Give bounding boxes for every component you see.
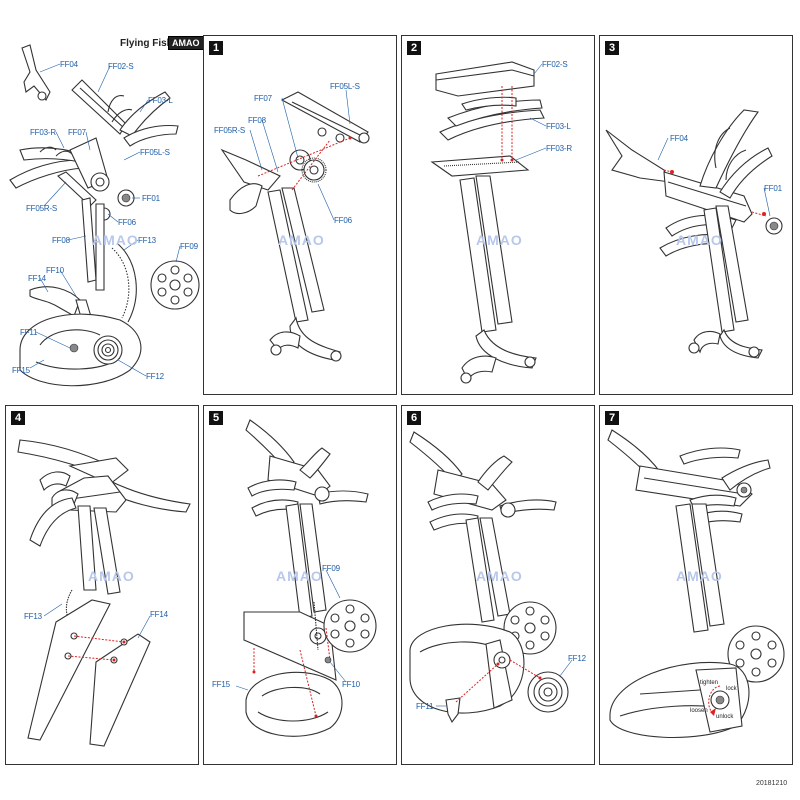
part-label: FF06 — [118, 218, 136, 227]
loosen-label: loosen — [690, 708, 708, 714]
part-label: FF03-R — [546, 144, 572, 153]
watermark: AMAO — [676, 568, 723, 584]
part-label: FF14 — [150, 610, 168, 619]
part-label: FF05R-S — [214, 126, 246, 135]
part-label: FF08 — [52, 236, 70, 245]
step-number: 7 — [605, 411, 619, 425]
step-3-drawing — [605, 109, 783, 359]
part-label: FF06 — [334, 216, 352, 225]
part-label: FF13 — [24, 612, 42, 621]
step-5-drawing — [243, 419, 377, 737]
part-label: FF02-S — [108, 62, 134, 71]
part-label: FF03-L — [148, 96, 173, 105]
part-label: FF13 — [138, 236, 156, 245]
tighten-label: tighten — [700, 680, 719, 686]
watermark: AMAO — [476, 568, 523, 584]
step-2-drawing — [430, 61, 545, 384]
step-1-drawing — [220, 91, 370, 362]
watermark: AMAO — [476, 232, 523, 248]
part-label: FF15 — [212, 680, 230, 689]
watermark: AMAO — [92, 232, 139, 248]
unlock-label: unlock — [716, 714, 734, 720]
part-label: FF10 — [46, 266, 64, 275]
part-label: FF07 — [254, 94, 272, 103]
part-label: FF05L-S — [140, 148, 170, 157]
watermark: AMAO — [278, 232, 325, 248]
part-label: FF03-R — [30, 128, 56, 137]
part-label: FF07 — [68, 128, 86, 137]
watermark: AMAO — [88, 568, 135, 584]
part-label: FF11 — [416, 702, 434, 711]
step-2-panel: 2 — [401, 35, 595, 395]
leader-lines — [29, 63, 771, 707]
lock-label: lock — [726, 686, 737, 692]
watermark: AMAO — [676, 232, 723, 248]
part-label: FF02-S — [542, 60, 568, 69]
part-label: FF15 — [12, 366, 30, 375]
step-7-drawing — [607, 429, 785, 739]
part-label: FF04 — [60, 60, 78, 69]
step-6-drawing — [409, 431, 569, 724]
step-number: 3 — [605, 41, 619, 55]
step-number: 6 — [407, 411, 421, 425]
part-label: FF14 — [28, 274, 46, 283]
part-label: FF12 — [146, 372, 164, 381]
step-number: 1 — [209, 41, 223, 55]
part-label: FF05L-S — [330, 82, 360, 91]
document-code: 20181210 — [756, 780, 788, 787]
part-label: FF10 — [342, 680, 360, 689]
step-number: 4 — [11, 411, 25, 425]
part-label: FF05R-S — [26, 204, 58, 213]
part-label: FF09 — [322, 564, 340, 573]
part-label: FF01 — [764, 184, 782, 193]
part-label: FF09 — [180, 242, 198, 251]
watermark: AMAO — [276, 568, 323, 584]
step-number: 2 — [407, 41, 421, 55]
overview-drawing — [9, 44, 200, 387]
product-title: Flying Fish — [120, 38, 173, 49]
step-number: 5 — [209, 411, 223, 425]
part-label: FF04 — [670, 134, 688, 143]
part-label: FF08 — [248, 116, 266, 125]
part-label: FF12 — [568, 654, 586, 663]
part-label: FF01 — [142, 194, 160, 203]
part-label: FF11 — [20, 328, 38, 337]
part-label: FF03-L — [546, 122, 571, 131]
step-4-drawing — [17, 439, 191, 747]
step-3-panel: 3 — [599, 35, 793, 395]
